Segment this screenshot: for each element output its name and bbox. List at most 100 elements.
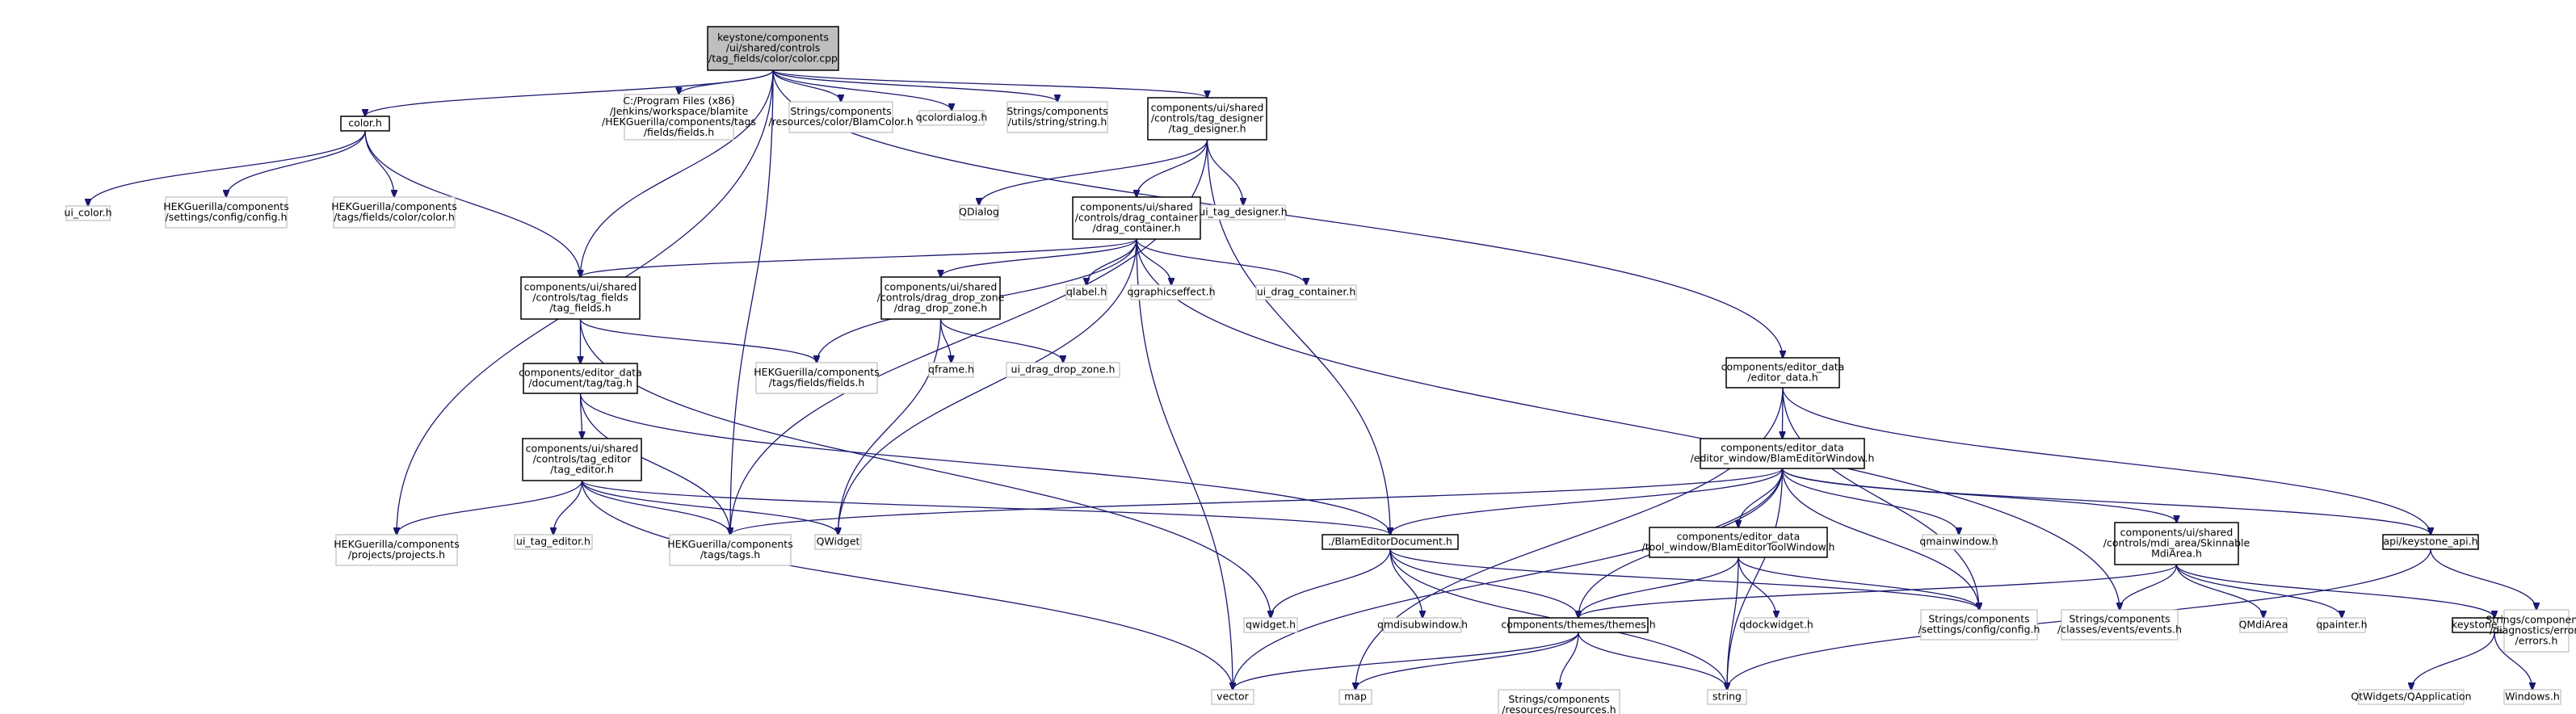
edge-themes-to-vector — [1233, 632, 1579, 690]
node-label-line: /resources/color/BlamColor.h — [768, 116, 913, 128]
edge-root-to-blamcolor — [772, 69, 841, 102]
edge-blam-editor-window-to-keystone-api — [1781, 468, 2431, 535]
node-box — [1255, 284, 1357, 300]
edge-tag-fields-to-qwidget-h — [579, 318, 1271, 618]
node-label-line: /document/tag/tag.h — [528, 377, 632, 389]
node-root[interactable]: keystone/components/ui/shared/controls/t… — [707, 26, 839, 71]
edge-editor-data-to-strings-config — [1782, 387, 1979, 610]
node-box — [514, 534, 593, 550]
node-ui-color: ui_color.h — [64, 205, 112, 221]
node-skinnable[interactable]: components/ui/shared/controls/mdi_area/S… — [2103, 522, 2250, 565]
node-qdockwidget: qdockwidget.h — [1739, 617, 1813, 633]
node-box — [1006, 362, 1120, 378]
node-projects: HEKGuerilla/components/projects/projects… — [334, 534, 460, 566]
edge-tool-window-to-string — [1727, 556, 1739, 690]
edge-themes-to-resources — [1559, 632, 1579, 690]
edge-tag-editor-to-qwidget-cap — [581, 480, 838, 535]
node-label-line: Strings/components — [790, 105, 891, 117]
node-themes[interactable]: components/themes/themes.h — [1501, 617, 1656, 633]
node-drag-drop-zone[interactable]: components/ui/shared/controls/drag_drop_… — [877, 276, 1005, 320]
edge-editor-data-to-keystone-api — [1782, 387, 2431, 535]
node-label-line: QMdiArea — [2239, 619, 2288, 631]
node-ui-tag-editor: ui_tag_editor.h — [514, 534, 593, 550]
node-tag-designer[interactable]: components/ui/shared/controls/tag_design… — [1147, 97, 1267, 141]
edge-tag-designer-to-qdialog — [979, 139, 1208, 205]
node-box — [959, 204, 999, 220]
node-label-line: /drag_container.h — [1092, 222, 1180, 234]
node-label-line: /tag_fields.h — [549, 302, 611, 314]
edge-root-to-tag-fields — [581, 69, 774, 277]
edge-tag-designer-to-blam-editor-document — [1206, 139, 1391, 535]
node-label-line: ui_drag_container.h — [1257, 286, 1356, 298]
node-tag-editor[interactable]: components/ui/shared/controls/tag_editor… — [522, 438, 642, 481]
node-label-line: qframe.h — [928, 363, 974, 376]
edge-skinnable-to-qmdiarea — [2175, 564, 2264, 618]
edge-tool-window-to-qdockwidget — [1738, 556, 1776, 618]
node-editor-data[interactable]: components/editor_data/editor_data.h — [1721, 357, 1845, 388]
node-qpainter: qpainter.h — [2316, 617, 2368, 633]
node-layer: keystone/components/ui/shared/controls/t… — [64, 26, 2576, 714]
node-box — [1322, 534, 1459, 550]
node-drag-container[interactable]: components/ui/shared/controls/drag_conta… — [1072, 196, 1201, 240]
node-label-line: /tool_window/BlamEditorToolWindow.h — [1642, 541, 1835, 553]
edge-drag-drop-zone-to-qwidget-cap — [838, 318, 942, 535]
node-blamcolor: Strings/components/resources/color/BlamC… — [768, 101, 914, 133]
node-box — [2061, 609, 2179, 640]
node-tag-fields[interactable]: components/ui/shared/controls/tag_fields… — [520, 276, 641, 320]
node-box — [2503, 689, 2561, 705]
edge-tag-editor-to-vector — [581, 480, 1233, 690]
node-map: map — [1338, 689, 1372, 705]
node-label-line: /editor_window/BlamEditorWindow.h — [1691, 452, 1875, 464]
edge-root-to-string-h — [772, 69, 1057, 102]
node-label-line: /errors.h — [2515, 635, 2558, 647]
node-label-line: components/ui/shared — [2120, 527, 2234, 539]
node-box — [755, 362, 878, 394]
node-label-line: /projects/projects.h — [348, 548, 445, 561]
node-box — [2503, 609, 2570, 653]
node-label-line: /tag_fields/color/color.cpp — [708, 52, 838, 65]
node-tool-window[interactable]: components/editor_data/tool_window/BlamE… — [1642, 527, 1835, 558]
node-tag-h[interactable]: components/editor_data/document/tag/tag.… — [519, 363, 642, 394]
edge-skinnable-to-qpainter — [2175, 564, 2343, 618]
edge-drag-drop-zone-to-qframe — [939, 318, 952, 363]
node-label-line: /settings/config/config.h — [166, 211, 288, 223]
node-box — [1072, 196, 1201, 240]
node-ui-tag-designer: ui_tag_designer.h — [1199, 204, 1288, 220]
node-label-line: /controls/tag_editor — [533, 453, 632, 465]
node-hek-fields: HEKGuerilla/components/tags/fields/field… — [754, 362, 880, 394]
node-ui-drag-drop-zone: ui_drag_drop_zone.h — [1006, 362, 1120, 378]
node-label-line: HEKGuerilla/components — [163, 200, 288, 212]
node-box — [1700, 438, 1865, 469]
node-box — [1508, 617, 1649, 633]
node-box — [788, 101, 893, 133]
node-label-line: /tag_designer.h — [1168, 123, 1246, 135]
edge-color-h-to-settings-config — [226, 130, 366, 197]
node-label-line: /Jenkins/workspace/blamite — [610, 105, 749, 117]
node-label-line: ./BlamEditorDocument.h — [1328, 536, 1452, 548]
node-keystone-api[interactable]: api/keystone_api.h — [2382, 534, 2479, 550]
edge-root-to-tag-designer — [772, 69, 1208, 98]
node-box — [333, 196, 456, 229]
node-box — [1743, 617, 1809, 633]
edge-blam-editor-document-to-strings-config — [1389, 548, 1979, 610]
node-label-line: ui_color.h — [64, 207, 111, 219]
edge-drag-container-to-qwidget-cap — [838, 238, 1137, 535]
edge-tag-designer-to-ui-tag-designer — [1206, 139, 1244, 205]
node-blam-editor-window[interactable]: components/editor_data/editor_window/Bla… — [1691, 438, 1875, 469]
edge-tag-fields-to-hek-fields — [579, 318, 817, 363]
node-label-line: components/editor_data — [1721, 361, 1845, 373]
node-box — [1920, 609, 2038, 640]
node-box — [624, 94, 734, 141]
node-color-h[interactable]: color.h — [340, 116, 390, 132]
node-qmdisubwindow: qmdisubwindow.h — [1377, 617, 1468, 633]
edge-blam-editor-document-to-themes — [1389, 548, 1578, 618]
node-box — [928, 362, 974, 378]
node-label-line: /classes/events/events.h — [2057, 624, 2182, 636]
node-label-line: Strings/components — [1928, 613, 2029, 625]
node-blam-editor-document[interactable]: ./BlamEditorDocument.h — [1322, 534, 1459, 550]
node-label-line: /controls/mdi_area/Skinnable — [2103, 537, 2250, 549]
edge-root-to-tags-h — [730, 69, 774, 535]
edge-drag-container-to-drag-drop-zone — [941, 238, 1137, 277]
edge-tag-editor-to-ui-tag-editor — [553, 480, 583, 535]
